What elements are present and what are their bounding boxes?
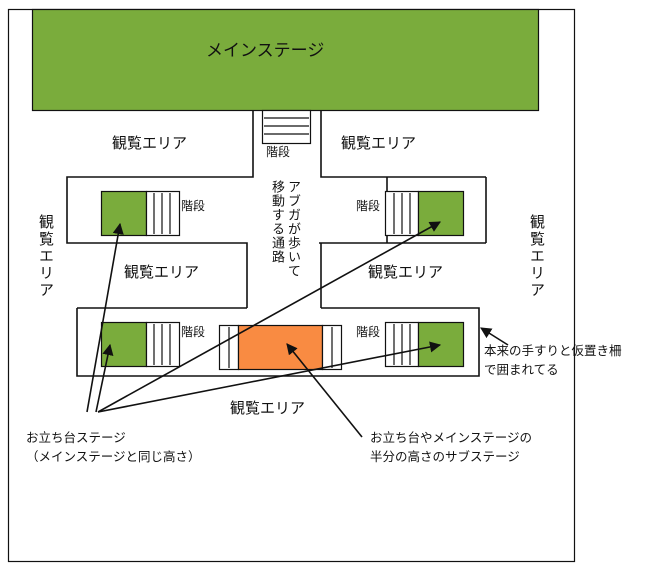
main-stage (31, 8, 540, 112)
platform-stage-upper-left (100, 190, 181, 237)
railing-note-line1: 本来の手すりと仮置き柵 (484, 343, 622, 358)
platform-stage-upper-right (384, 190, 465, 237)
platform-stage-lower-right (384, 321, 465, 368)
viewing-area-mid-right: 観覧エリア (368, 263, 444, 281)
sub-stage-note-line2: 半分の高さのサブステージ (370, 449, 520, 465)
viewing-area-bottom: 観覧エリア (230, 399, 306, 417)
corridor-label-line1: アブガが歩いて (285, 180, 300, 278)
platform-stage-lower-left (100, 321, 181, 368)
main-stage-stairs-label: 階段 (266, 145, 291, 159)
sub-stage-note: お立ち台やメインステージの 半分の高さのサブステージ (370, 428, 532, 467)
sub-stage (218, 324, 343, 371)
lower-left-stairs-label: 階段 (181, 325, 206, 339)
railing-note: 本来の手すりと仮置き柵 で囲まれてる (484, 341, 622, 380)
viewing-area-top-right: 観覧エリア (341, 134, 417, 152)
railing-note-line2: で囲まれてる (484, 362, 559, 378)
annotation-arrows (86, 221, 509, 438)
viewing-area-top-left: 観覧エリア (112, 134, 188, 152)
main-stage-stairs (261, 109, 312, 145)
upper-right-stairs-label: 階段 (356, 199, 381, 213)
platform-stage-note-line2: （メインステージと同じ高さ） (26, 449, 201, 465)
viewing-area-right-side: 観覧エリア (528, 214, 546, 299)
main-stage-label: メインステージ (206, 41, 325, 61)
upper-left-stairs-label: 階段 (181, 199, 206, 213)
viewing-area-mid-left: 観覧エリア (124, 263, 200, 281)
sub-stage-note-line1: お立ち台やメインステージの (370, 430, 533, 445)
corridor-label-line2: 移動する通路 (269, 180, 284, 264)
viewing-area-left-side: 観覧エリア (37, 214, 55, 299)
platform-stage-note-line1: お立ち台ステージ (26, 430, 126, 445)
platform-stage-note: お立ち台ステージ （メインステージと同じ高さ） (26, 428, 201, 467)
lower-right-stairs-label: 階段 (356, 325, 381, 339)
